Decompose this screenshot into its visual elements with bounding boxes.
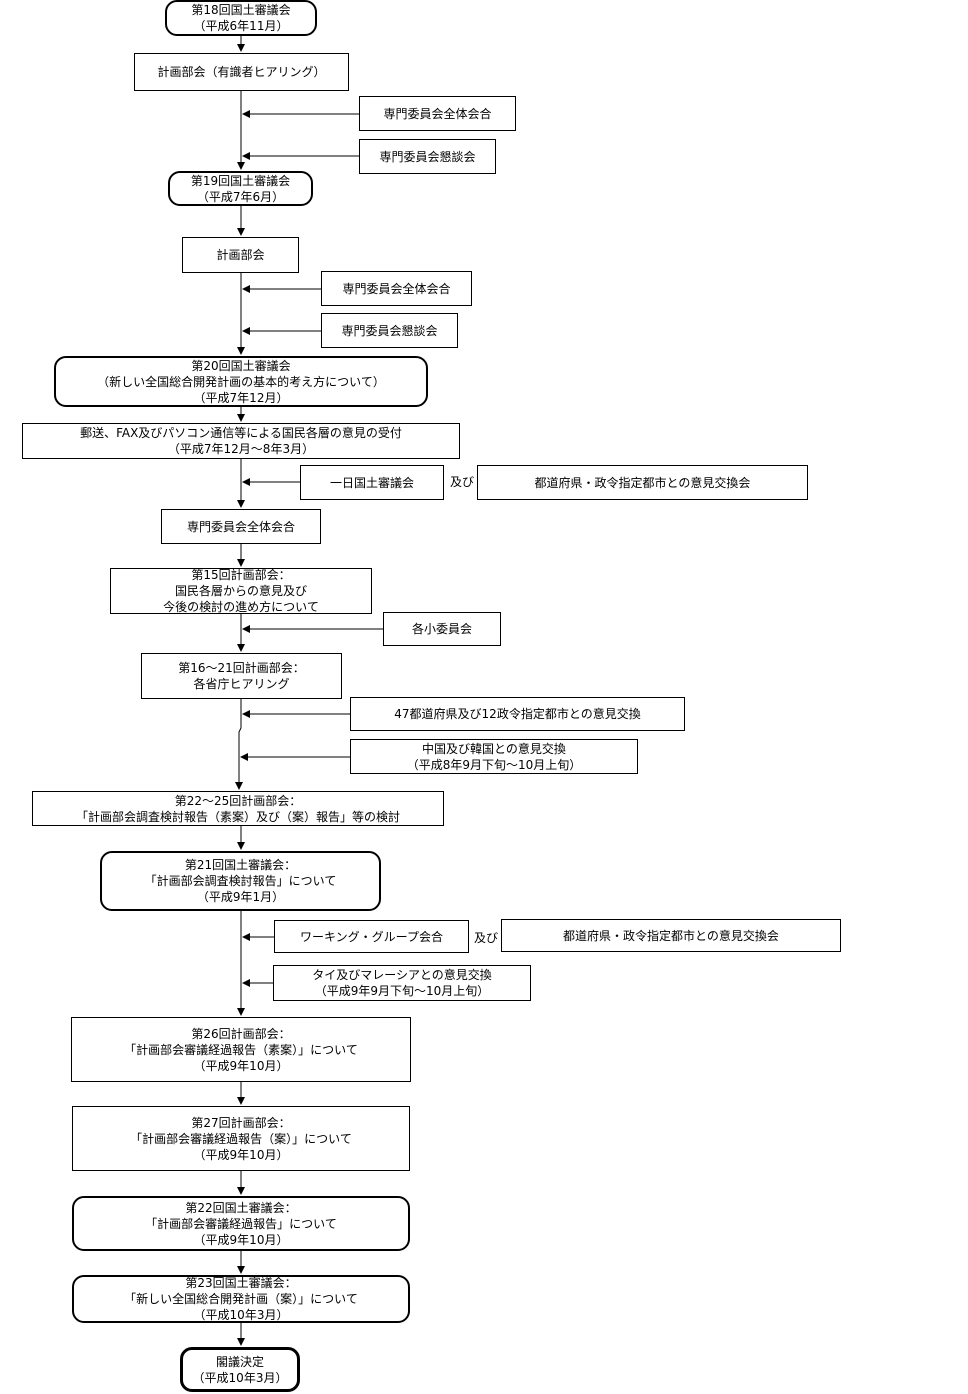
node-text-line: 郵送、FAX及びパソコン通信等による国民各層の意見の受付 xyxy=(80,426,402,440)
node-text-line: （新しい全国総合開発計画の基本的考え方について） xyxy=(97,374,385,389)
node-text-line: 国民各層からの意見及び xyxy=(174,584,307,598)
council-23-node: 第23回国土審議会： 「新しい全国総合開発計画（案）」について （平成10年3月） xyxy=(72,1275,410,1323)
node-text-line: 「計画部会調査検討報告（素案）及び（案）報告」等の検討 xyxy=(75,809,400,824)
node-text-line: 専門委員会懇談会 xyxy=(341,323,438,338)
node-text-line: （平成9年10月） xyxy=(193,1232,289,1247)
node-text-line: 都道府県・政令指定都市との意見交換会 xyxy=(534,475,751,490)
prefecture-47-exchange-node: 47都道府県及び12政令指定都市との意見交換 xyxy=(350,697,685,731)
node-text-line: 閣議決定 xyxy=(215,1354,264,1369)
and-connector: 及び xyxy=(450,475,475,489)
node-text-line: 専門委員会全体会合 xyxy=(342,281,451,296)
node-text-line: 第18回国土審議会 xyxy=(191,3,291,17)
node-text-line: （平成6年11月） xyxy=(193,19,289,33)
node-text-line: （平成10年3月） xyxy=(192,1370,288,1385)
node-text-line: （平成9年9月下旬～10月上旬） xyxy=(314,984,490,998)
flow-arrow xyxy=(235,699,243,790)
node-text-line: 第21回国土審議会： xyxy=(184,858,297,872)
node-text-line: 各小委員会 xyxy=(411,622,472,636)
council-18-node: 第18回国土審議会 （平成6年11月） xyxy=(165,0,317,36)
council-19-node: 第19回国土審議会（平成7年6月） xyxy=(168,171,313,206)
node-text-line: 中国及び韓国との意見交換 xyxy=(422,741,566,756)
node-text-line: 都道府県・政令指定都市との意見交換会 xyxy=(563,928,779,943)
node-text-line: 「計画部会審議経過報告（案）」について xyxy=(130,1131,352,1146)
council-21-node: 第21回国土審議会： 「計画部会調査検討報告」について （平成9年1月） xyxy=(100,851,381,911)
node-text-line: 第19回国土審議会 xyxy=(190,173,291,188)
planning-node: 計画部会 xyxy=(182,237,299,273)
node-text-line: 第22～25回計画部会： xyxy=(174,793,302,808)
node-text-line: 第16～21回計画部会： xyxy=(178,661,305,675)
public-opinion-node: 郵送、FAX及びパソコン通信等による国民各層の意見の受付 （平成7年12月～8年3… xyxy=(22,423,460,459)
node-text-line: （平成7年12月） xyxy=(193,390,289,405)
node-text-line: 第27回計画部会： xyxy=(191,1115,291,1130)
council-22-node: 第22回国土審議会：「計画部会審議経過報告」について（平成9年10月） xyxy=(72,1196,410,1251)
node-text-line: （平成9年1月） xyxy=(196,890,285,904)
node-text-line: 第26回計画部会： xyxy=(191,1026,291,1041)
node-text-line: 第22回国土審議会： xyxy=(185,1200,297,1215)
node-text-line: 各省庁ヒアリング xyxy=(193,677,290,691)
specialist-plenary-node: 専門委員会全体会合 xyxy=(161,509,321,544)
planning-16-21-node: 第16～21回計画部会： 各省庁ヒアリング xyxy=(141,653,342,699)
node-text-line: タイ及びマレーシアとの意見交換 xyxy=(312,968,492,982)
node-text-line: ワーキング・グループ会合 xyxy=(300,929,443,944)
china-korea-exchange-node: 中国及び韓国との意見交換（平成8年9月下旬～10月上旬） xyxy=(350,739,638,774)
subcommittees-node: 各小委員会 xyxy=(383,612,501,646)
node-text-line: 「計画部会調査検討報告」について xyxy=(144,874,337,888)
specialist-plenary-node: 専門委員会全体会合 xyxy=(321,271,472,306)
cabinet-decision-node: 閣議決定（平成10年3月） xyxy=(180,1347,300,1392)
node-text-line: （平成7年6月） xyxy=(196,189,285,204)
specialist-discussion-node: 専門委員会懇談会 xyxy=(359,139,496,174)
node-text-line: （平成9年10月） xyxy=(193,1058,289,1073)
council-20-node: 第20回国土審議会（新しい全国総合開発計画の基本的考え方について）（平成7年12… xyxy=(54,356,428,407)
and-connector: 及び xyxy=(474,931,499,945)
node-text-line: 第15回計画部会： xyxy=(191,568,291,582)
node-text-line: 専門委員会全体会合 xyxy=(383,106,492,121)
planning-26-node: 第26回計画部会：「計画部会審議経過報告（素案）」について（平成9年10月） xyxy=(71,1017,411,1082)
node-text-line: 47都道府県及び12政令指定都市との意見交換 xyxy=(394,707,641,721)
node-text-line: 専門委員会全体会合 xyxy=(186,519,295,534)
node-text-line: 第20回国土審議会 xyxy=(191,358,291,373)
node-text-line: 計画部会 xyxy=(216,248,265,262)
node-text-line: 今後の検討の進め方について xyxy=(163,600,319,614)
thai-malaysia-exchange-node: タイ及びマレーシアとの意見交換 （平成9年9月下旬～10月上旬） xyxy=(273,965,531,1001)
node-text-line: （平成9年10月） xyxy=(193,1147,289,1162)
working-group-node: ワーキング・グループ会合 xyxy=(274,920,469,953)
specialist-discussion-node: 専門委員会懇談会 xyxy=(321,313,458,348)
node-text-line: 「計画部会審議経過報告」について xyxy=(145,1216,337,1231)
prefecture-exchange-node: 都道府県・政令指定都市との意見交換会 xyxy=(501,919,841,952)
node-text-line: 一日国土審議会 xyxy=(329,475,414,490)
node-text-line: 「新しい全国総合開発計画（案）」について xyxy=(124,1292,358,1306)
node-text-line: 計画部会（有識者ヒアリング） xyxy=(157,65,326,79)
node-text-line: 専門委員会懇談会 xyxy=(379,149,476,164)
planning-15-node: 第15回計画部会： 国民各層からの意見及び今後の検討の進め方について xyxy=(110,568,372,614)
one-day-council-node: 一日国土審議会 xyxy=(300,465,444,500)
node-text-line: 第23回国土審議会： xyxy=(185,1276,297,1290)
node-text-line: （平成10年3月） xyxy=(193,1308,289,1322)
planning-22-25-node: 第22～25回計画部会：「計画部会調査検討報告（素案）及び（案）報告」等の検討 xyxy=(32,791,444,826)
planning-27-node: 第27回計画部会：「計画部会審議経過報告（案）」について（平成9年10月） xyxy=(72,1106,410,1171)
node-text-line: 「計画部会審議経過報告（素案）」について xyxy=(124,1042,358,1057)
node-text-line: （平成8年9月下旬～10月上旬） xyxy=(406,757,582,772)
planning-hearing-node: 計画部会（有識者ヒアリング） xyxy=(134,53,349,91)
prefecture-exchange-node: 都道府県・政令指定都市との意見交換会 xyxy=(477,465,808,500)
node-text-line: （平成7年12月～8年3月） xyxy=(167,442,315,456)
specialist-plenary-node: 専門委員会全体会合 xyxy=(359,96,516,131)
